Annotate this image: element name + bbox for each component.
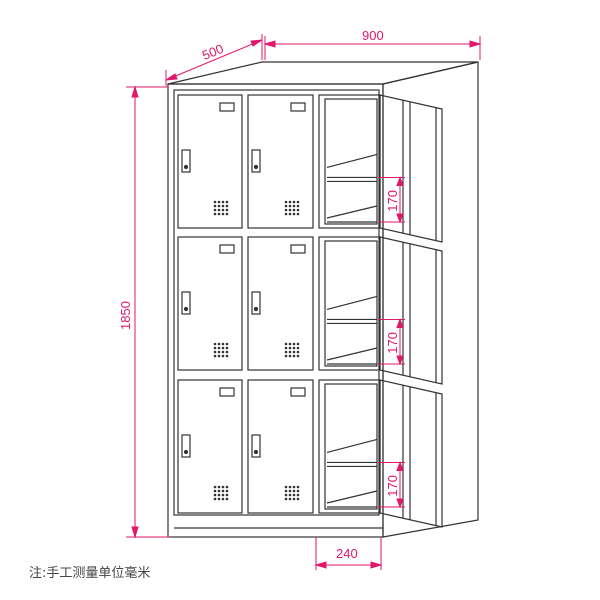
locker-door[interactable] [247, 379, 314, 514]
shelf-height-dimension [378, 176, 405, 224]
shelf-height-label: 170 [385, 190, 400, 212]
width-dimension-label: 900 [362, 28, 384, 43]
cabinet-front [167, 83, 384, 538]
label-holder-icon [290, 102, 306, 112]
door-width-dimension-label: 240 [336, 546, 358, 561]
locker-door[interactable] [177, 94, 243, 229]
shelf-height-label: 170 [385, 475, 400, 497]
open-compartment [318, 94, 381, 229]
measurement-note: 注:手工测量单位毫米 [29, 566, 151, 581]
depth-dimension-label: 500 [200, 41, 226, 63]
vent-holes-icon [213, 200, 229, 216]
open-locker-door[interactable] [379, 94, 443, 243]
lock-icon [251, 291, 261, 315]
label-holder-icon [290, 244, 306, 254]
cabinet-side [382, 61, 479, 538]
shelf-height-label: 170 [385, 332, 400, 354]
lock-icon [181, 434, 191, 458]
label-holder-icon [219, 387, 235, 397]
vent-holes-icon [213, 342, 229, 358]
locker-door[interactable] [177, 236, 243, 371]
locker-door[interactable] [247, 236, 314, 371]
height-dimension-label: 1850 [118, 301, 133, 330]
shelf-height-dimension [378, 318, 405, 366]
locker-door[interactable] [247, 94, 314, 229]
open-locker-door[interactable] [379, 379, 443, 528]
vent-holes-icon [284, 485, 300, 501]
label-holder-icon [219, 244, 235, 254]
vent-holes-icon [284, 200, 300, 216]
open-compartment [318, 379, 381, 514]
label-holder-icon [219, 102, 235, 112]
lock-icon [181, 149, 191, 173]
vent-holes-icon [213, 485, 229, 501]
locker-door[interactable] [177, 379, 243, 514]
open-locker-door[interactable] [379, 236, 443, 385]
open-compartment [318, 236, 381, 371]
vent-holes-icon [284, 342, 300, 358]
shelf-height-dimension [378, 461, 405, 509]
lock-icon [181, 291, 191, 315]
lock-icon [251, 434, 261, 458]
label-holder-icon [290, 387, 306, 397]
lock-icon [251, 149, 261, 173]
